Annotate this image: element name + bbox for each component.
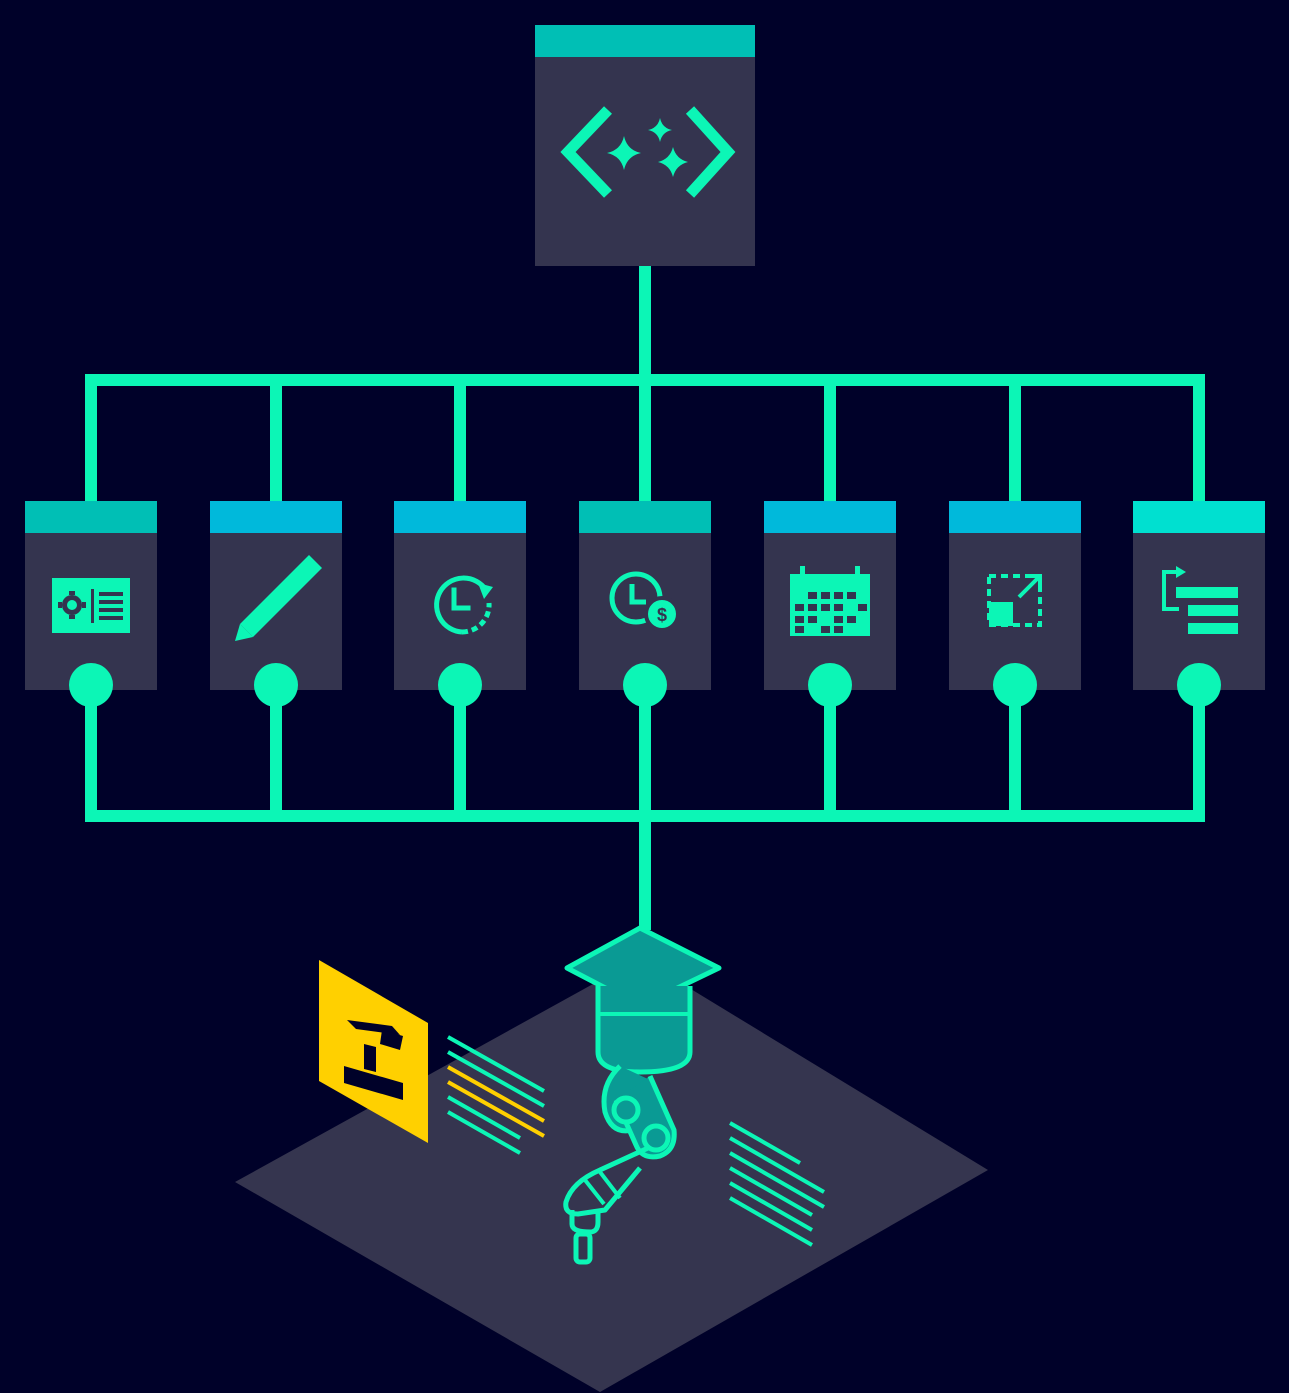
module-card-hierarchy (1133, 501, 1265, 707)
device-text-lines (729, 1121, 825, 1247)
hierarchy-list-icon (1162, 566, 1238, 634)
robot-arm-icon (563, 925, 722, 1265)
calendar-icon (790, 566, 870, 636)
module-card-resize (949, 501, 1081, 707)
sign-text-lines (447, 1035, 545, 1155)
module-card-edit (210, 501, 342, 707)
module-card-header (210, 501, 342, 533)
connector-node (254, 663, 298, 707)
pencil-icon (235, 555, 322, 641)
module-card-calendar (764, 501, 896, 707)
connector-node (623, 663, 667, 707)
clock-refresh-icon (434, 575, 493, 635)
module-card-header (949, 501, 1081, 533)
connector-node (438, 663, 482, 707)
connector-node (808, 663, 852, 707)
robot-hazard-sign-icon (319, 960, 428, 1143)
hub-card (535, 25, 755, 266)
connector-node (69, 663, 113, 707)
module-card-header (1133, 501, 1265, 533)
module-card-billing: $ (579, 501, 711, 707)
module-card-header (394, 501, 526, 533)
svg-text:$: $ (657, 605, 667, 625)
module-card-settings (25, 501, 157, 707)
ai-code-sparkle-icon (560, 106, 736, 198)
module-card-history (394, 501, 526, 707)
settings-list-icon (52, 578, 130, 633)
module-card-header (764, 501, 896, 533)
connector-node (993, 663, 1037, 707)
device-scene (235, 925, 988, 1392)
module-card-header (25, 501, 157, 533)
hub-card-header (535, 25, 755, 57)
resize-icon (987, 574, 1042, 627)
connector-node (1177, 663, 1221, 707)
clock-dollar-icon: $ (609, 571, 680, 632)
isometric-platform (235, 958, 988, 1392)
module-card-header (579, 501, 711, 533)
connector-lines (85, 266, 1205, 930)
